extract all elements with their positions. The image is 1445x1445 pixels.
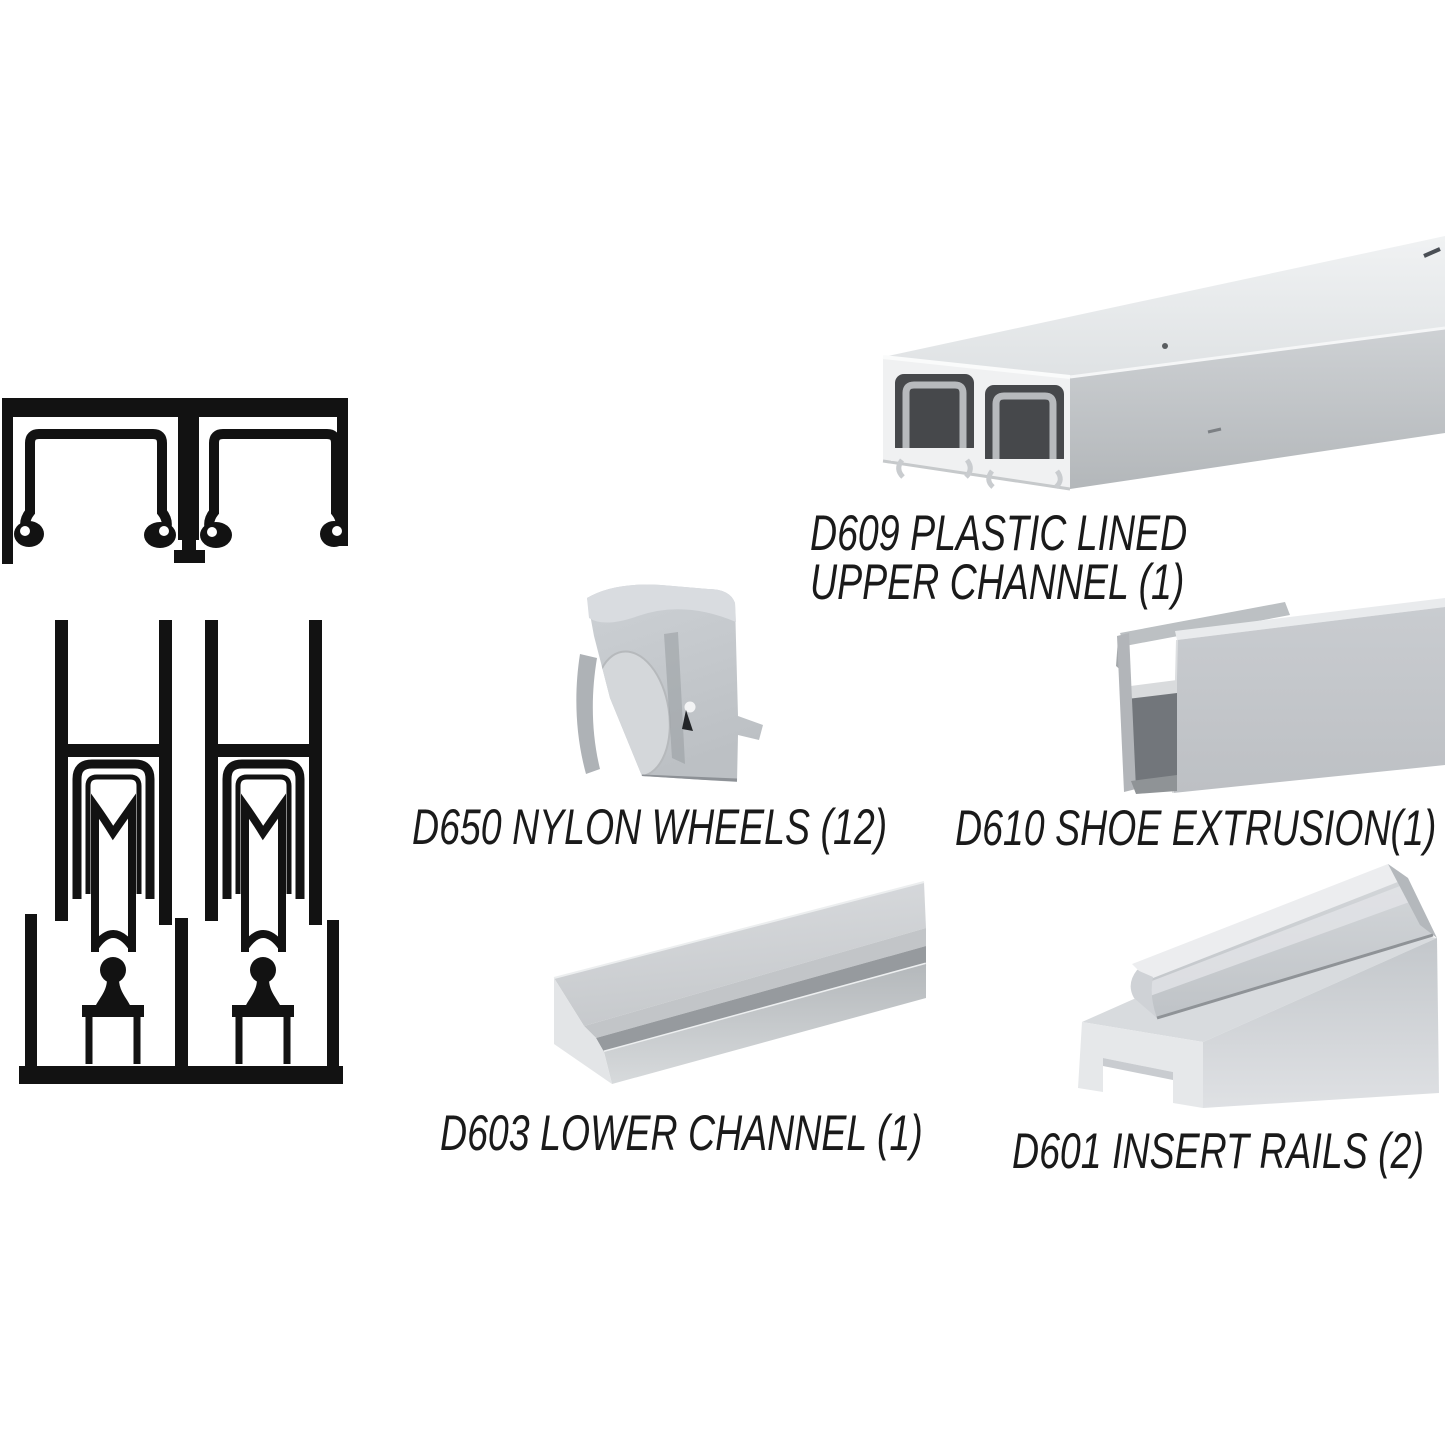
d610-label: D610 SHOE EXTRUSION(1) <box>955 800 1437 856</box>
d603-label: D603 LOWER CHANNEL (1) <box>440 1105 923 1161</box>
d609-label-line1: D609 PLASTIC LINED <box>810 505 1188 561</box>
d650-photo <box>576 584 763 782</box>
upper-channel-cross-section-drawing <box>2 398 348 564</box>
d603-photo <box>553 881 927 1084</box>
d609-label-line2: UPPER CHANNEL (1) <box>810 554 1185 610</box>
roller-track-cross-section-drawing <box>19 620 343 1084</box>
d601-photo <box>1078 864 1439 1108</box>
d601-label: D601 INSERT RAILS (2) <box>1012 1123 1424 1179</box>
d609-label: D609 PLASTIC LINED UPPER CHANNEL (1) <box>810 505 1188 610</box>
d610-photo <box>1116 598 1445 794</box>
d609-channel-slots <box>891 374 1068 489</box>
d650-label: D650 NYLON WHEELS (12) <box>412 799 888 855</box>
d609-photo <box>882 236 1445 491</box>
